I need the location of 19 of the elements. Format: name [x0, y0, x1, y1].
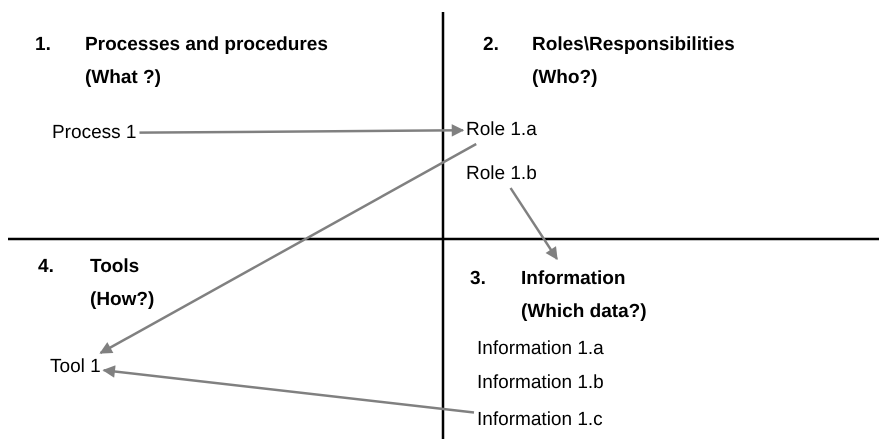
heading-number: 4. [38, 255, 54, 279]
heading-text: Roles\Responsibilities (Who?) [532, 33, 736, 90]
item-text: Information 1.b [477, 372, 604, 394]
item-text: Role 1.a [466, 119, 537, 141]
arrow [139, 124, 464, 137]
item-text: Tool 1 [50, 356, 101, 378]
item-text: Role 1.b [466, 163, 537, 185]
heading-text: Processes and procedures (What ?) [85, 33, 329, 90]
item-text: Process 1 [52, 122, 136, 144]
item-text: Information 1.c [477, 409, 603, 431]
heading-number: 2. [483, 33, 499, 57]
arrow [99, 142, 477, 354]
item-text: Information 1.a [477, 338, 604, 360]
arrow [102, 365, 474, 414]
heading-number: 1. [35, 33, 51, 57]
heading-number: 3. [470, 267, 487, 291]
heading-text: Tools (How?) [90, 255, 156, 312]
arrow [510, 187, 558, 260]
heading-text: Information (Which data?) [521, 267, 648, 324]
